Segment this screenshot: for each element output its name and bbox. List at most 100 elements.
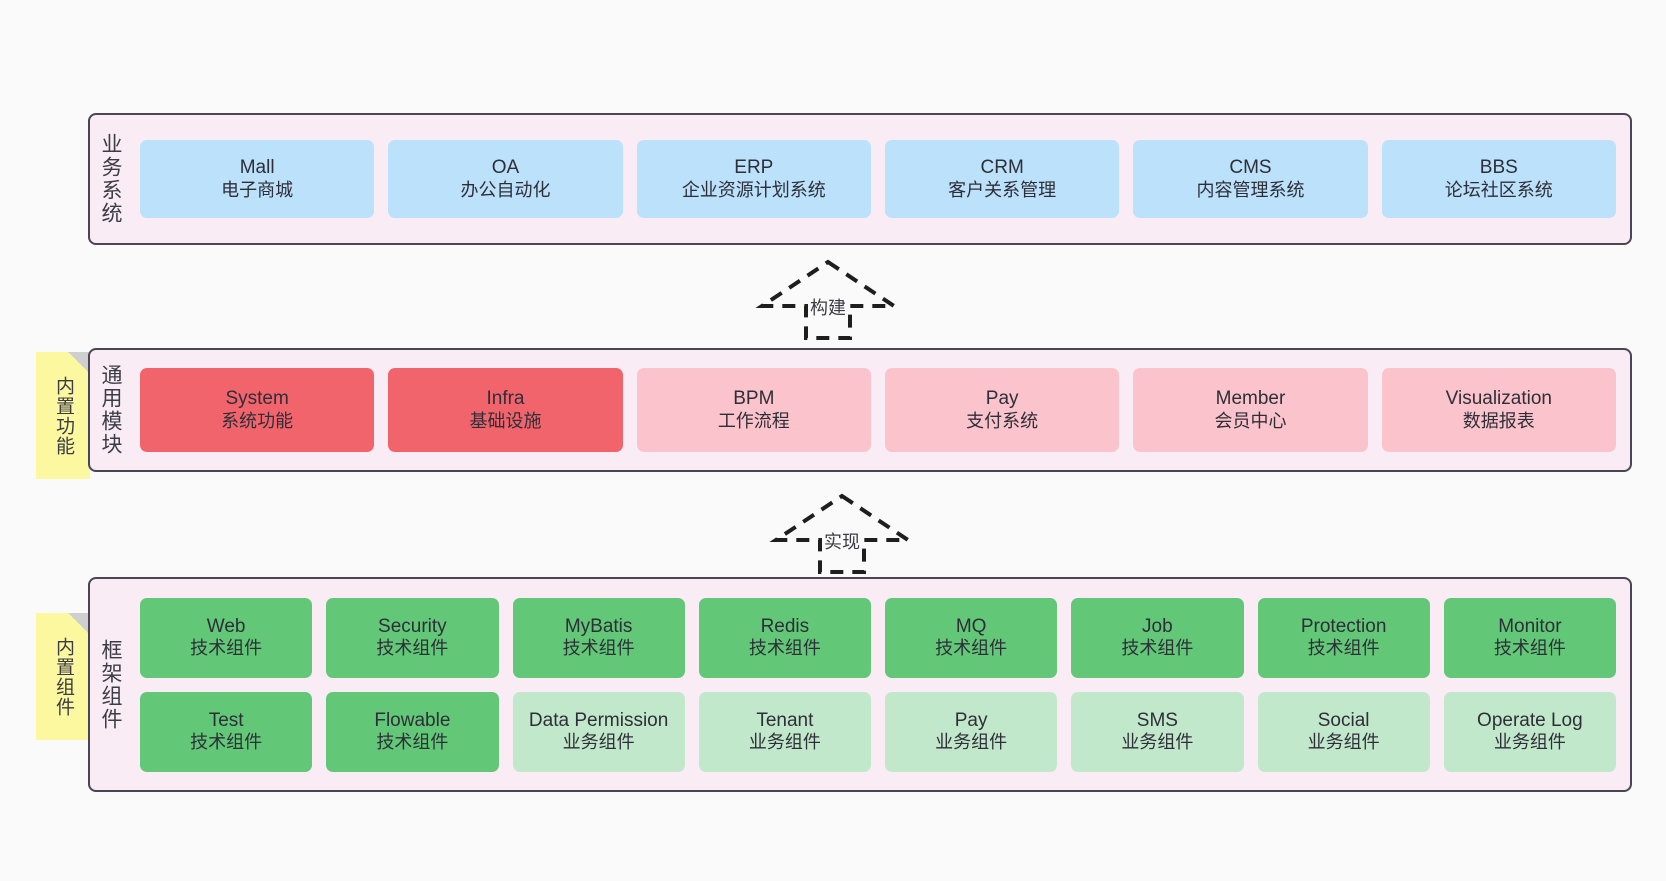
note-builtin-function: 内置功能 bbox=[36, 352, 90, 479]
card-subtitle: 基础设施 bbox=[469, 410, 542, 431]
connector-build-label: 构建 bbox=[810, 298, 846, 318]
card-title: System bbox=[225, 388, 289, 410]
card-title: CRM bbox=[980, 157, 1024, 179]
layer-framework-title: 框架组件 bbox=[99, 638, 123, 731]
layer-business-title: 业务系统 bbox=[99, 133, 123, 225]
card-title: MQ bbox=[955, 615, 987, 637]
card-title: MyBatis bbox=[564, 615, 633, 637]
card-title: Pay bbox=[985, 388, 1019, 410]
card-subtitle: 技术组件 bbox=[1307, 638, 1380, 659]
card-subtitle: 企业资源计划系统 bbox=[681, 179, 826, 200]
card-subtitle: 技术组件 bbox=[1493, 638, 1566, 659]
card-title: ERP bbox=[734, 157, 774, 179]
card-title: Protection bbox=[1300, 615, 1387, 637]
card-subtitle: 业务组件 bbox=[935, 732, 1008, 753]
card-subtitle: 技术组件 bbox=[748, 638, 821, 659]
card-subtitle: 电子商城 bbox=[221, 179, 294, 200]
card-title: Visualization bbox=[1445, 388, 1552, 410]
card-title: BPM bbox=[733, 388, 775, 410]
card-subtitle: 内容管理系统 bbox=[1196, 179, 1305, 200]
card-title: Mall bbox=[239, 157, 275, 179]
card-subtitle: 办公自动化 bbox=[460, 179, 551, 200]
note-fold-icon bbox=[68, 613, 90, 635]
card-subtitle: 技术组件 bbox=[1121, 638, 1194, 659]
card-subtitle: 系统功能 bbox=[221, 410, 294, 431]
note-fold-icon bbox=[68, 352, 90, 374]
card-subtitle: 支付系统 bbox=[966, 410, 1039, 431]
card-title: Web bbox=[206, 615, 246, 637]
card-subtitle: 业务组件 bbox=[1493, 732, 1566, 753]
card-title: Member bbox=[1215, 388, 1286, 410]
card-subtitle: 技术组件 bbox=[935, 638, 1008, 659]
card-subtitle: 业务组件 bbox=[562, 732, 635, 753]
connector-build: 构建 bbox=[755, 258, 901, 342]
layer-module-title: 通用模块 bbox=[99, 364, 123, 456]
card-subtitle: 客户关系管理 bbox=[948, 179, 1057, 200]
card-title: Operate Log bbox=[1477, 709, 1583, 731]
card-subtitle: 技术组件 bbox=[190, 638, 263, 659]
card-title: Pay bbox=[954, 709, 988, 731]
card-title: Flowable bbox=[374, 709, 451, 731]
card-subtitle: 技术组件 bbox=[376, 638, 449, 659]
note-builtin-component: 内置组件 bbox=[36, 613, 90, 740]
card-title: Infra bbox=[486, 388, 525, 410]
card-subtitle: 技术组件 bbox=[190, 732, 263, 753]
card-title: Test bbox=[208, 709, 244, 731]
connector-implement-label: 实现 bbox=[824, 532, 860, 552]
card-subtitle: 工作流程 bbox=[717, 410, 790, 431]
card-title: Data Permission bbox=[528, 709, 669, 731]
card-subtitle: 业务组件 bbox=[748, 732, 821, 753]
connector-implement: 实现 bbox=[769, 492, 915, 576]
card-title: Job bbox=[1142, 615, 1173, 637]
note-builtin-function-label: 内置功能 bbox=[52, 375, 74, 456]
card-title: BBS bbox=[1479, 157, 1518, 179]
card-title: SMS bbox=[1136, 709, 1178, 731]
note-builtin-component-label: 内置组件 bbox=[52, 636, 74, 717]
card-subtitle: 会员中心 bbox=[1214, 410, 1287, 431]
card-title: Security bbox=[378, 615, 447, 637]
card-title: Monitor bbox=[1498, 615, 1562, 637]
card-title: CMS bbox=[1229, 157, 1272, 179]
card-title: Redis bbox=[760, 615, 810, 637]
card-title: OA bbox=[491, 157, 520, 179]
card-subtitle: 业务组件 bbox=[1307, 732, 1380, 753]
card-subtitle: 技术组件 bbox=[562, 638, 635, 659]
